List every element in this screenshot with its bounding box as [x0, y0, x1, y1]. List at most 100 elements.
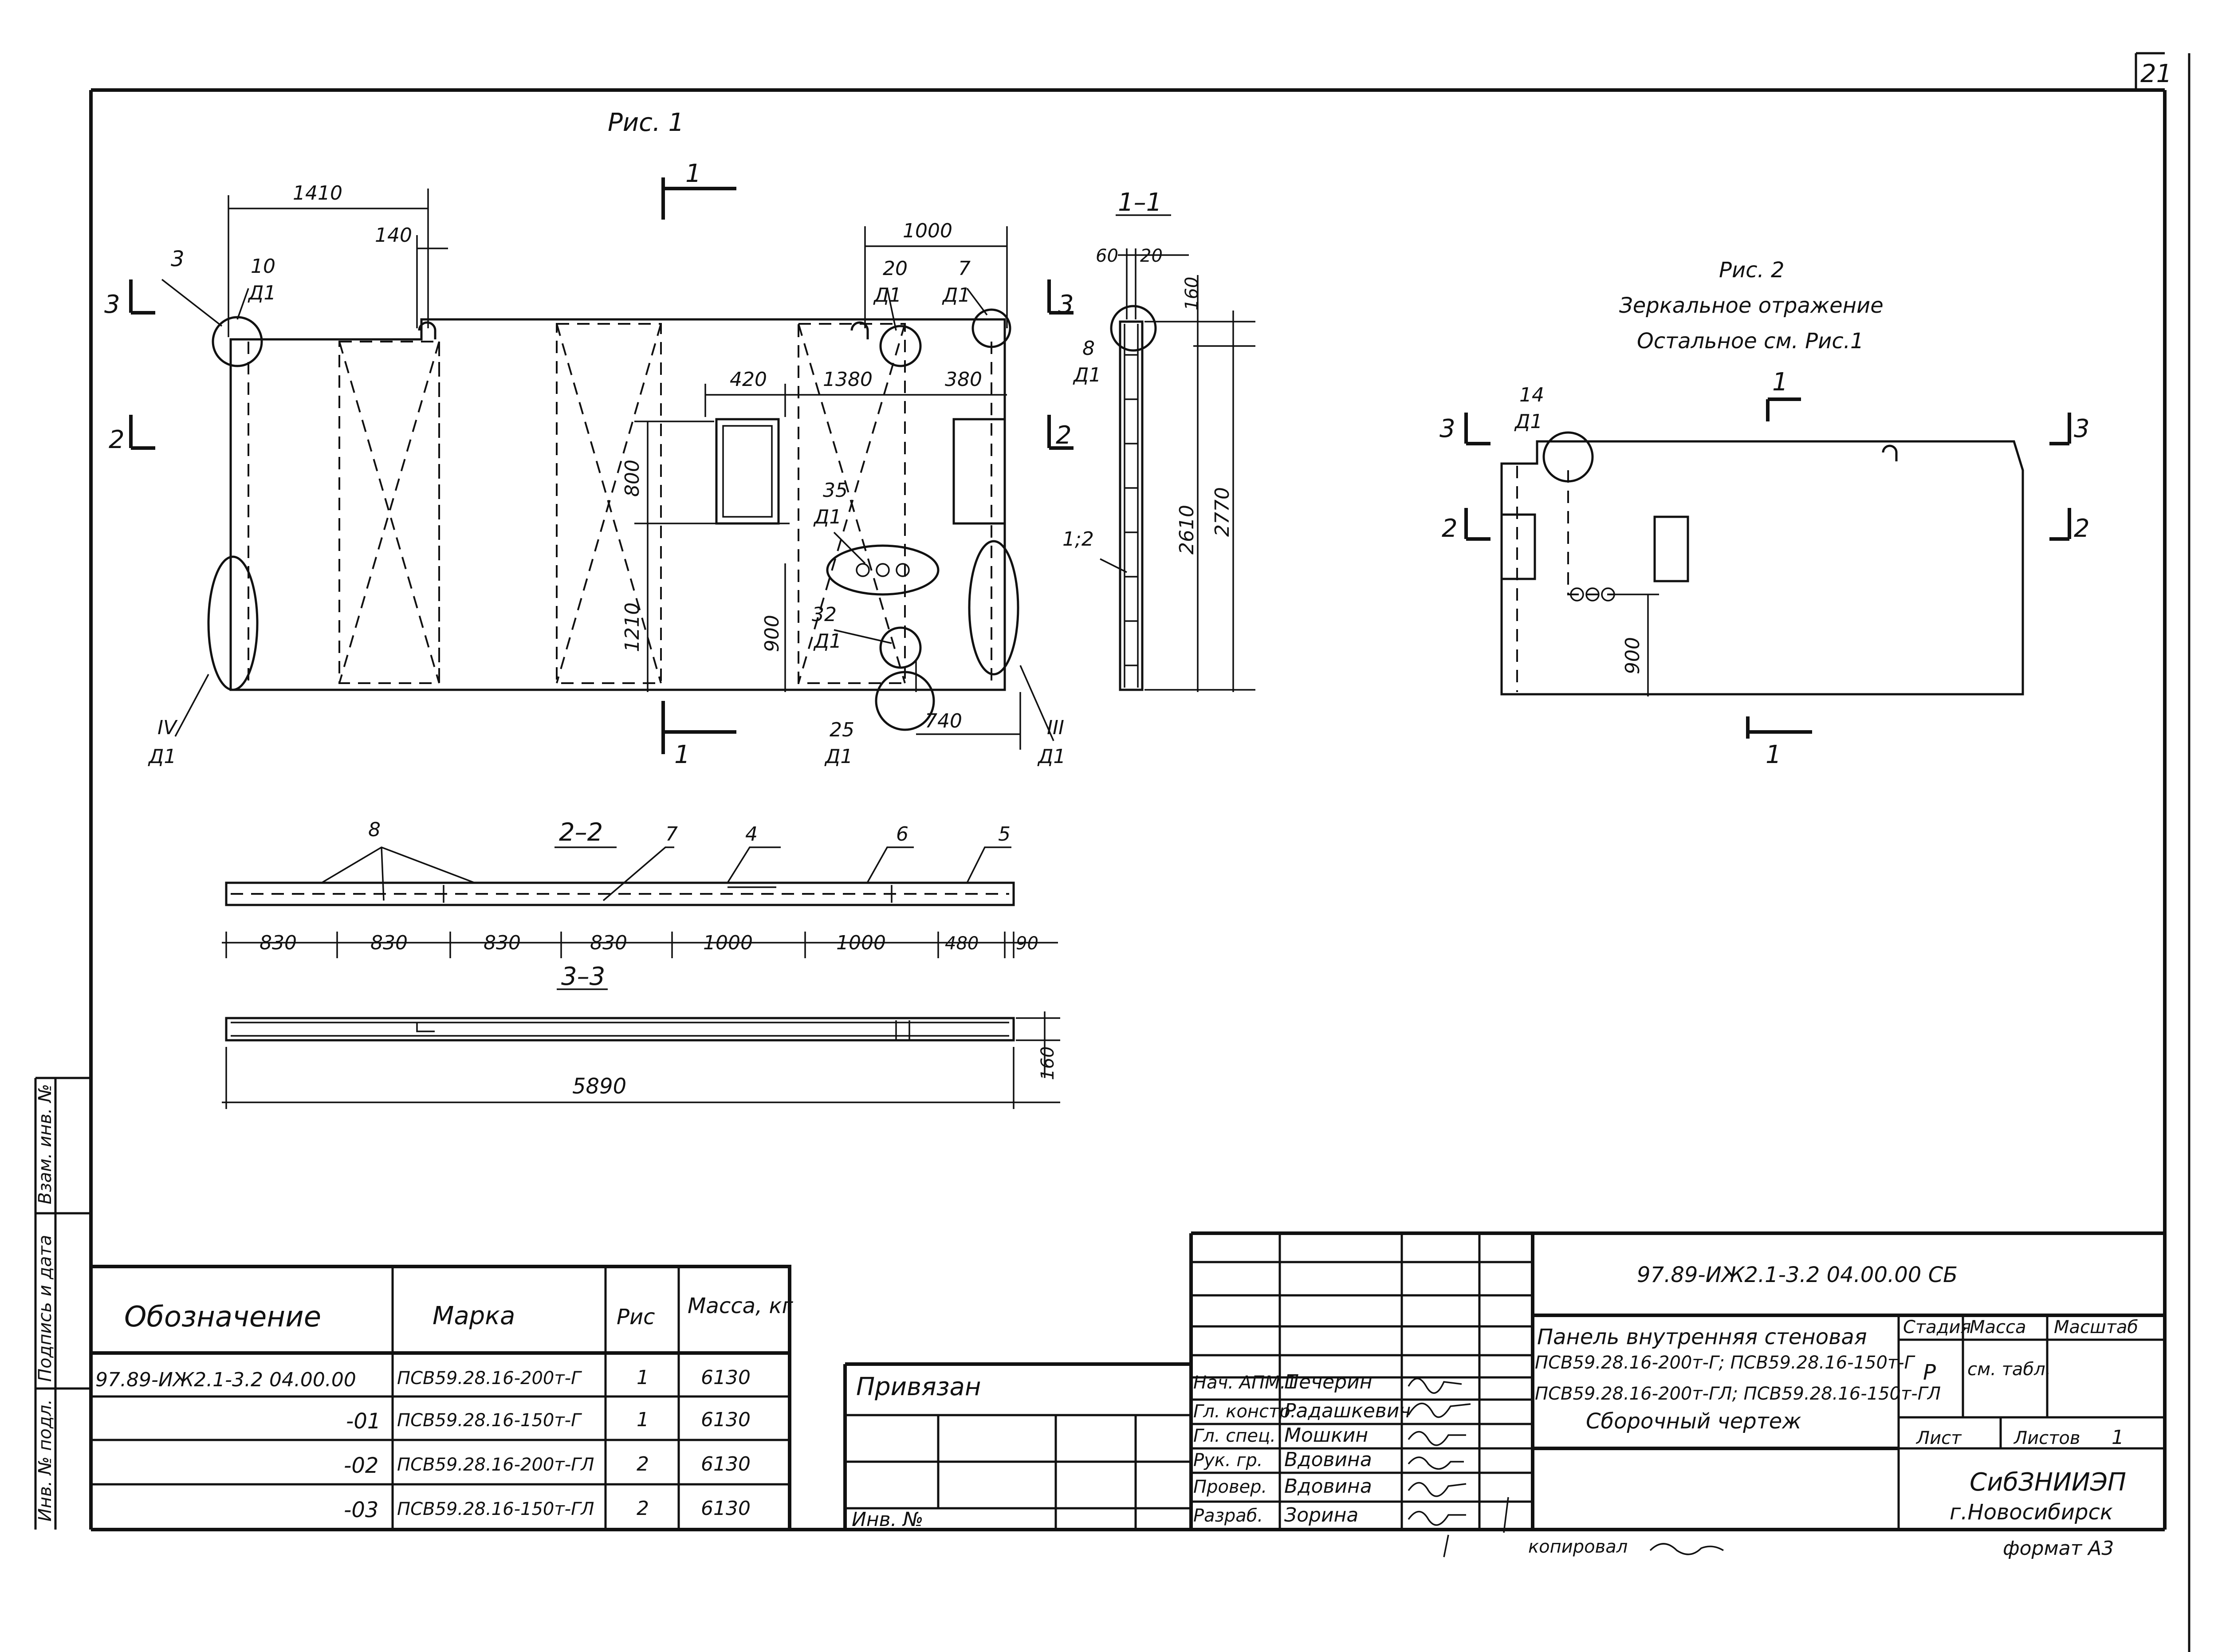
fig1-label-d1-e: Д1 [813, 630, 842, 653]
fig2-title: Рис. 2 [1719, 258, 1785, 283]
spec-row-1-mark: ПСВ59.28.16-200т-Г [397, 1368, 582, 1388]
spec-row-4-designation: -03 [344, 1498, 378, 1522]
fig1-dim-1380: 1380 [823, 368, 873, 391]
fig1-section-2-left: 2 [109, 425, 125, 454]
fig2-subtitle-1: Зеркальное отражение [1619, 293, 1884, 318]
spec-table [91, 1265, 791, 1530]
section-2-2-text: 2–2 8 7 4 6 5 830 830 830 830 1000 1000 … [260, 818, 1038, 954]
section-1-1-title: 1–1 [1118, 188, 1162, 217]
fig2-section-1-bottom: 1 [1766, 740, 1781, 769]
title-mass-header: Масса [1970, 1317, 2026, 1337]
section-1-1-dim-20: 20 [1140, 246, 1163, 266]
spec-header-mass: Масса, кг [688, 1294, 794, 1318]
section-1-1-label-8: 8 [1082, 337, 1095, 360]
fig1-dashed-block-3 [798, 323, 906, 684]
spec-header-designation: Обозначение [124, 1301, 321, 1333]
fig1-detail-circle-20 [879, 325, 922, 367]
binding-inv-label: Инв. № [852, 1508, 923, 1531]
section-2-2-callout-6: 6 [896, 823, 908, 846]
fig1-dim-140: 140 [375, 224, 412, 247]
spec-row-1-designation: 97.89-ИЖ2.1-3.2 04.00.00 [95, 1369, 356, 1391]
title-stage-value: Р [1923, 1360, 1936, 1385]
fig1-label-35: 35 [823, 479, 848, 502]
fig1-dim-800: 800 [621, 460, 644, 497]
fig1-label-d1-d: Д1 [813, 506, 842, 528]
title-block-grid [1189, 1231, 2165, 1530]
fig2-text: Рис. 2 Зеркальное отражение Остальное см… [1439, 258, 2090, 769]
fig2-label-d1: Д1 [1514, 410, 1542, 433]
fig2-label-14: 14 [1519, 384, 1544, 406]
title-name-5: Вдовина [1284, 1475, 1372, 1498]
fig1-drawing: Рис. 1 [129, 108, 1074, 754]
fig1-dim-1210: 1210 [621, 602, 644, 652]
sheet-format: формат А3 [2003, 1537, 2114, 1560]
title-scale-header: Масштаб [2054, 1317, 2138, 1337]
copied-by-label: копировал [1528, 1537, 1628, 1557]
fig1-dim-420: 420 [730, 368, 767, 391]
side-stamp-replacement-inv: Взам. инв. № [35, 1084, 55, 1204]
fig1-label-d1-h: Д1 [1037, 745, 1066, 768]
spec-header-mark: Марка [433, 1302, 515, 1330]
fig1-label-3: 3 [171, 247, 185, 271]
title-sheets-count: 1 [2112, 1426, 2124, 1449]
fig1-label-20: 20 [883, 257, 908, 280]
title-stage-header: Стадия [1903, 1317, 1971, 1337]
title-block-code: 97.89-ИЖ2.1-3.2 04.00.00 СБ [1637, 1263, 1958, 1287]
section-2-2-dim-830-1: 830 [260, 932, 297, 954]
title-role-5: Провер. [1193, 1477, 1267, 1497]
section-2-2-dim-1000-1: 1000 [703, 932, 753, 954]
fig1-dim-1000: 1000 [903, 220, 952, 242]
title-name-2: Радашкевич [1284, 1400, 1411, 1422]
fig1-dim-1410: 1410 [293, 182, 342, 205]
section-1-1-dim-160: 160 [1182, 277, 1202, 311]
section-2-2-callout-7: 7 [665, 823, 678, 846]
section-2-2-title: 2–2 [559, 818, 603, 847]
fig1-dashed-block-1 [338, 341, 440, 684]
fig1-window [715, 418, 780, 525]
section-2-2-dim-1000-2: 1000 [836, 932, 886, 954]
fig1-title: Рис. 1 [608, 108, 684, 137]
side-stamp: Взам. инв. № Подпись и дата Инв. № подл. [34, 1077, 91, 1530]
title-org: СибЗНИИЭП [1970, 1468, 2126, 1497]
side-stamp-original-inv: Инв. № подл. [35, 1399, 55, 1522]
title-role-1: Нач. АПМ.1 [1193, 1373, 1297, 1393]
fig2-drawing [1464, 397, 2071, 739]
section-2-2-dim-480: 480 [945, 933, 979, 954]
copied-by-signature [1649, 1543, 1724, 1555]
binding-table [843, 1362, 1191, 1530]
section-3-3-text: 3–3 5890 160 [561, 962, 1058, 1099]
fig1-dim-740: 740 [925, 710, 962, 732]
section-2-2-dim-830-3: 830 [484, 932, 521, 954]
title-sheet-label: Лист [1915, 1428, 1962, 1448]
spec-row-2-fig: 1 [637, 1408, 649, 1431]
fig1-label-d1-c: Д1 [942, 284, 970, 307]
section-2-2-dim-90: 90 [1016, 933, 1038, 954]
fig2-dim-900: 900 [1621, 637, 1644, 674]
section-2-2-dim-830-2: 830 [370, 932, 408, 954]
section-1-1-drawing [1100, 214, 1255, 692]
fig1-dashed-block-2 [556, 323, 662, 684]
spec-row-1-mass: 6130 [701, 1366, 751, 1389]
sheet-frame [89, 52, 2190, 1652]
section-3-3-title: 3–3 [561, 962, 605, 991]
fig1-label-d1-g: Д1 [148, 745, 176, 768]
section-2-2-dim-830-4: 830 [590, 932, 627, 954]
fig1-detail-ellipse-35 [826, 544, 940, 596]
spec-row-3-fig: 2 [637, 1453, 649, 1475]
title-city: г.Новосибирск [1950, 1500, 2113, 1525]
spec-row-4-mark: ПСВ59.28.16-150т-ГЛ [397, 1499, 594, 1519]
fig1-label-d1-f: Д1 [824, 745, 853, 768]
fig1-section-1-top: 1 [685, 159, 701, 188]
fig1-detail-ellipse-iii [968, 540, 1019, 676]
title-description-2: ПСВ59.28.16-200т-Г; ПСВ59.28.16-150т-Г [1535, 1353, 1915, 1373]
fig1-dim-380: 380 [945, 368, 982, 391]
fig2-section-2-left: 2 [1442, 514, 1458, 543]
fig1-label-d1-a: Д1 [248, 282, 276, 304]
title-signatures [1408, 1377, 1509, 1558]
fig1-label-d1-b: Д1 [873, 284, 901, 307]
spec-row-2-mark: ПСВ59.28.16-150т-Г [397, 1410, 582, 1431]
fig1-detail-circle-7 [971, 308, 1011, 348]
title-sheets-label: Листов [2013, 1428, 2080, 1448]
title-block-text: 97.89-ИЖ2.1-3.2 04.00.00 СБ Нач. АПМ.1 Г… [1193, 1263, 2138, 1526]
